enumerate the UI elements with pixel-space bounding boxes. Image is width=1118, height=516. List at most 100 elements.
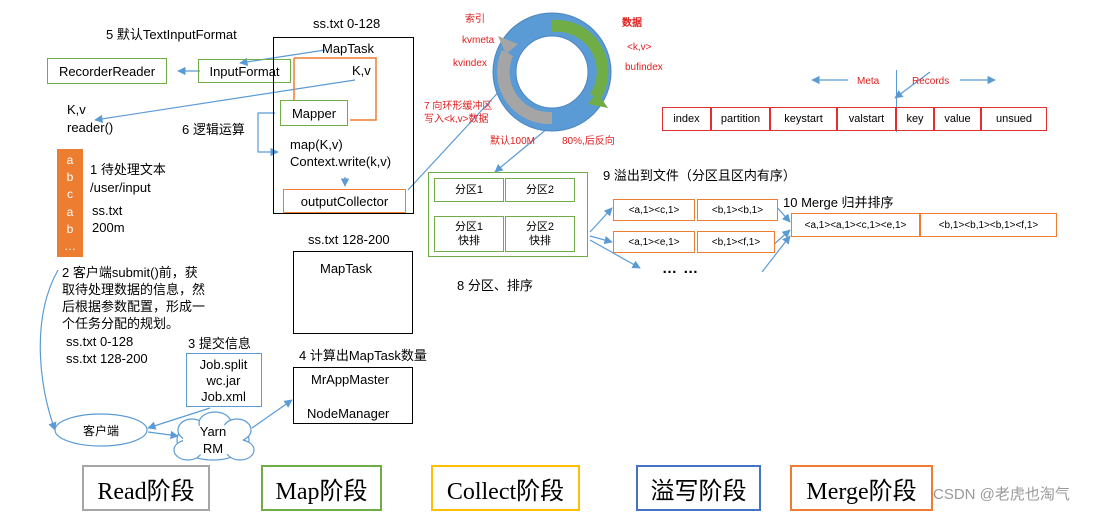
input-file: ss.txt — [92, 203, 123, 218]
reader-kv-label: K,v — [67, 102, 86, 117]
csdn-watermark: CSDN @老虎也淘气 — [933, 486, 1070, 503]
block-b2: b — [66, 222, 74, 236]
arrow-kv-reader — [94, 79, 356, 124]
yarn-label: Yarn — [199, 423, 227, 439]
merged-partition-1[interactable]: <a,1><a,1><c,1><e,1> — [791, 213, 920, 237]
step7-line2: 写入<k,v>数据 — [424, 114, 489, 125]
job-files-box[interactable]: Job.split wc.jar Job.xml — [186, 353, 262, 407]
buffer-kvindex: kvindex — [453, 58, 487, 69]
plan-split1: ss.txt 0-128 — [66, 334, 134, 349]
merged-partition-2[interactable]: <b,1><b,1><b,1><f,1> — [920, 213, 1057, 237]
cell-valstart: valstart — [837, 107, 896, 131]
block-b1: b — [66, 170, 74, 184]
step3-label: 3 提交信息 — [188, 336, 251, 351]
meta-label: Meta — [857, 76, 880, 87]
partition-1-sort-name: 分区1 — [454, 221, 484, 233]
step5-label: 5 默认TextInputFormat — [106, 27, 237, 42]
arrow-merge-3 — [761, 235, 791, 273]
block-a1: a — [66, 153, 74, 167]
arrow-buffer-partition — [494, 127, 549, 173]
phase-map[interactable]: Map阶段 — [261, 465, 382, 511]
maptask2-box — [293, 251, 413, 334]
step1-label: 1 待处理文本 — [90, 162, 166, 177]
job-split: Job.split — [199, 356, 248, 372]
partition-1-sort-qs: 快排 — [458, 235, 480, 247]
cell-key: key — [896, 107, 934, 131]
spill-row1-a[interactable]: <a,1><c,1> — [613, 199, 695, 221]
input-blocks: a b c a b … — [57, 149, 83, 257]
split1-label: ss.txt 0-128 — [313, 16, 381, 31]
arrow-merge-2 — [771, 229, 791, 247]
rm-label: RM — [202, 440, 224, 456]
input-size: 200m — [92, 220, 125, 235]
block-c: c — [67, 187, 73, 201]
arrow-yarn-master — [251, 399, 293, 429]
kv-mapper-bracket — [294, 57, 377, 121]
maptask-box — [273, 37, 414, 214]
spill-row2-a[interactable]: <a,1><e,1> — [613, 231, 695, 253]
step8-label: 8 分区、排序 — [457, 278, 533, 293]
phase-read[interactable]: Read阶段 — [82, 465, 210, 511]
arrow-collector-buffer — [407, 84, 506, 191]
maptask-title: MapTask — [322, 41, 375, 56]
phase-spill[interactable]: 溢写阶段 — [636, 465, 761, 511]
step2-line4: 个任务分配的规划。 — [62, 316, 180, 331]
recorder-reader-box[interactable]: RecorderReader — [47, 58, 167, 84]
spill-ellipsis: … … — [662, 260, 700, 277]
output-collector-box[interactable]: outputCollector — [283, 189, 406, 213]
step2-line2: 取待处理数据的信息，然 — [62, 282, 206, 297]
cell-value: value — [934, 107, 981, 131]
buffer-data-label: 数据 — [622, 18, 642, 29]
arrow-plan-client — [39, 269, 59, 431]
map-call: map(K,v) — [290, 137, 343, 152]
step10-label: 10 Merge 归并排序 — [783, 195, 894, 210]
client-label[interactable]: 客户端 — [82, 423, 119, 438]
input-format-box[interactable]: InputFormat — [198, 59, 291, 83]
context-write: Context.write(k,v) — [290, 154, 392, 169]
split2-label: ss.txt 128-200 — [308, 232, 390, 247]
arrow-spill-2 — [589, 235, 613, 245]
step9-label: 9 溢出到文件（分区且区内有序） — [603, 168, 796, 183]
partition-2-sort[interactable]: 分区2 快排 — [505, 216, 575, 252]
spill-row1-b[interactable]: <b,1><b,1> — [697, 199, 778, 221]
cell-keystart: keystart — [770, 107, 837, 131]
arrow-records-table — [894, 71, 931, 99]
mr-app-master-box[interactable] — [293, 367, 413, 424]
wc-jar: wc.jar — [206, 372, 241, 388]
input-path: /user/input — [90, 180, 151, 195]
maptask2-title: MapTask — [320, 261, 373, 276]
records-label: Records — [912, 76, 950, 87]
arrow-jobfiles-client — [147, 407, 211, 430]
partition-1-sort[interactable]: 分区1 快排 — [434, 216, 504, 252]
mapper-box[interactable]: Mapper — [280, 100, 348, 126]
partition-2[interactable]: 分区2 — [505, 178, 575, 202]
step6-label: 6 逻辑运算 — [182, 122, 245, 137]
mr-app-master: MrAppMaster — [311, 372, 390, 387]
phase-collect[interactable]: Collect阶段 — [431, 465, 580, 511]
meta-records-divider — [896, 70, 897, 132]
partition-2-sort-qs: 快排 — [529, 235, 551, 247]
buffer-default: 默认100M — [490, 136, 536, 147]
buffer-kv: <k,v> — [627, 42, 652, 53]
arrow-spill-3 — [589, 239, 641, 269]
ring-buffer — [492, 12, 612, 132]
block-a2: a — [66, 205, 74, 219]
node-manager: NodeManager — [307, 406, 390, 421]
cell-index: index — [662, 107, 711, 131]
spill-row2-b[interactable]: <b,1><f,1> — [697, 231, 775, 253]
partition-1[interactable]: 分区1 — [434, 178, 504, 202]
step4-label: 4 计算出MapTask数量 — [299, 348, 427, 363]
arrow-spill-1 — [589, 207, 613, 233]
step7-line1: 7 向环形缓冲区 — [424, 101, 493, 112]
client-ellipse — [54, 413, 148, 447]
buffer-kvmeta: kvmeta — [462, 35, 495, 46]
step2-line3: 后根据参数配置，形成一 — [62, 299, 206, 314]
partition-2-sort-name: 分区2 — [525, 221, 555, 233]
arrow-maptask-inputformat — [239, 49, 326, 67]
buffer-bufindex: bufindex — [625, 62, 663, 73]
partition-box — [428, 172, 588, 257]
phase-merge[interactable]: Merge阶段 — [790, 465, 933, 511]
cell-unsued: unsued — [981, 107, 1047, 131]
maptask-kv: K,v — [352, 63, 371, 78]
